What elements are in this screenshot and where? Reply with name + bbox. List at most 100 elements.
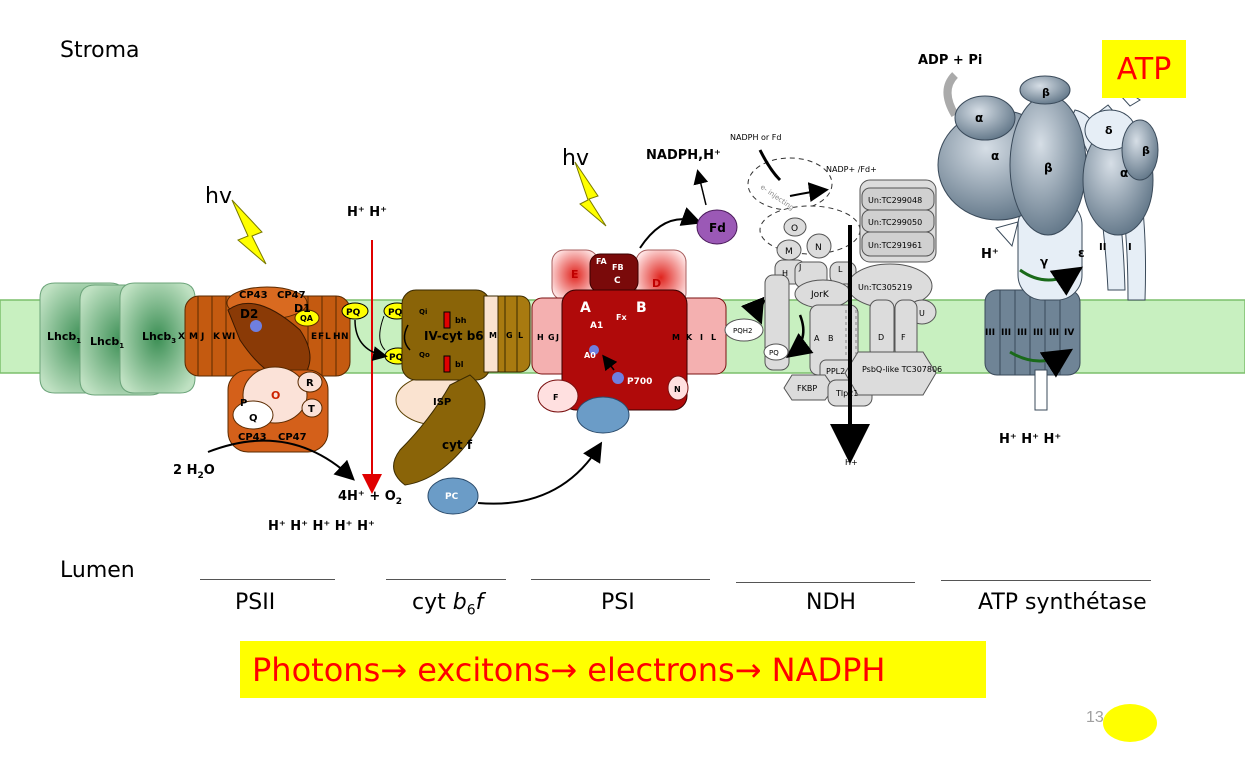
svg-text:FA: FA xyxy=(596,257,608,266)
svg-text:I: I xyxy=(1128,242,1132,253)
svg-text:PQ: PQ xyxy=(389,353,404,363)
divider xyxy=(941,580,1151,581)
summary-banner: Photons→ excitons→ electrons→ NADPH xyxy=(240,641,986,698)
psi-complex: E D C FA FB A B A1 Fx A0 P700 F H G J M … xyxy=(531,249,727,434)
svg-text:III: III xyxy=(1033,328,1043,338)
svg-text:Tlp21: Tlp21 xyxy=(835,389,858,398)
svg-text:I: I xyxy=(700,333,703,342)
cytb6f-complex: Qi Qo bh bl IV-cyt b6 ISP cyt f PC M G L xyxy=(393,289,531,515)
svg-text:C: C xyxy=(614,276,621,286)
svg-text:M: M xyxy=(189,332,198,342)
svg-text:PQ: PQ xyxy=(769,349,779,357)
svg-text:Fx: Fx xyxy=(616,313,627,322)
svg-text:A: A xyxy=(814,334,820,343)
svg-text:III: III xyxy=(1049,328,1059,338)
svg-text:G: G xyxy=(548,333,555,342)
protons-stroma-cyt: H⁺ H⁺ xyxy=(347,205,387,220)
svg-text:bl: bl xyxy=(455,360,464,369)
svg-text:G: G xyxy=(506,331,513,340)
svg-text:JorK: JorK xyxy=(810,290,830,300)
svg-text:IV: IV xyxy=(1064,328,1074,338)
water-label: 2 H2O xyxy=(173,463,215,481)
svg-text:β: β xyxy=(1044,161,1053,175)
svg-text:R: R xyxy=(306,378,314,389)
svg-text:D: D xyxy=(878,333,884,342)
svg-text:III: III xyxy=(1017,328,1027,338)
svg-text:M: M xyxy=(672,333,680,342)
svg-text:cyt f: cyt f xyxy=(442,438,473,452)
svg-text:Qo: Qo xyxy=(419,351,430,359)
lhcb1-label: Lhcb1 xyxy=(47,330,81,345)
svg-text:FB: FB xyxy=(612,263,624,272)
ndh-label: NDH xyxy=(806,590,856,615)
svg-text:PPL2: PPL2 xyxy=(826,367,845,376)
svg-text:N: N xyxy=(674,385,681,394)
svg-text:Un:TC299048: Un:TC299048 xyxy=(868,196,922,205)
svg-text:α: α xyxy=(975,111,983,125)
svg-text:M: M xyxy=(489,331,497,340)
atp-labels: α β α β δ β α γ ε II I III III III III I… xyxy=(975,86,1150,338)
svg-text:F: F xyxy=(901,333,906,342)
svg-text:L: L xyxy=(325,332,331,342)
svg-text:PsbQ-like TC307806: PsbQ-like TC307806 xyxy=(862,365,942,374)
nadph-label: NADPH,H⁺ xyxy=(646,148,721,163)
svg-text:D1: D1 xyxy=(294,302,311,315)
svg-text:CP47: CP47 xyxy=(278,432,307,443)
page-number: 13 xyxy=(1086,709,1104,726)
adp-pi-label: ADP + Pi xyxy=(918,53,982,68)
protons-lumen-psii: H⁺ H⁺ H⁺ H⁺ H⁺ xyxy=(268,519,375,534)
svg-text:PQ: PQ xyxy=(346,308,361,318)
svg-text:I: I xyxy=(232,332,235,342)
svg-text:Q: Q xyxy=(249,413,258,424)
atp-callout: ATP xyxy=(1102,40,1186,98)
svg-text:W: W xyxy=(222,332,232,342)
svg-text:T: T xyxy=(308,404,315,415)
lightning-icon xyxy=(231,199,267,265)
svg-text:L: L xyxy=(838,265,843,274)
svg-text:P700: P700 xyxy=(627,377,652,387)
svg-text:Qi: Qi xyxy=(419,308,427,316)
svg-text:Un:TC291961: Un:TC291961 xyxy=(868,241,922,250)
stroma-label: Stroma xyxy=(60,38,140,63)
svg-text:β: β xyxy=(1042,86,1050,99)
svg-text:PC: PC xyxy=(445,492,459,502)
divider xyxy=(200,579,335,580)
svg-text:CP43: CP43 xyxy=(238,432,267,443)
psii-label: PSII xyxy=(235,590,276,615)
svg-text:E: E xyxy=(311,332,317,342)
svg-text:N: N xyxy=(341,332,349,342)
atp-synthase-label: ATP synthétase xyxy=(978,590,1147,615)
svg-text:K: K xyxy=(213,332,221,342)
svg-text:Un:TC305219: Un:TC305219 xyxy=(858,283,912,292)
psii-complex: CP43 CP47 D2 D1 QA O P Q R T CP43 CP47 X… xyxy=(178,286,351,453)
svg-text:CP47: CP47 xyxy=(277,290,306,301)
svg-text:ISP: ISP xyxy=(433,397,451,408)
svg-text:IV-cyt b6: IV-cyt b6 xyxy=(424,329,484,343)
svg-text:δ: δ xyxy=(1105,124,1113,137)
svg-text:Fd: Fd xyxy=(709,221,726,235)
oxygen-label: 4H⁺ + O2 xyxy=(338,489,402,507)
svg-text:ε: ε xyxy=(1078,246,1085,260)
svg-text:P: P xyxy=(240,398,247,409)
svg-text:H: H xyxy=(537,333,544,342)
svg-text:α: α xyxy=(1120,166,1128,180)
svg-text:L: L xyxy=(518,331,523,340)
svg-text:J: J xyxy=(798,263,801,272)
svg-text:H: H xyxy=(333,332,341,342)
lumen-label: Lumen xyxy=(60,558,135,583)
lightning-icon xyxy=(574,161,607,227)
lhcb2-label: Lhcb1 xyxy=(90,335,124,350)
svg-text:QA: QA xyxy=(300,314,314,323)
hv-label: hv xyxy=(562,146,589,171)
svg-text:O: O xyxy=(791,224,798,234)
svg-text:γ: γ xyxy=(1040,255,1048,269)
protons-stroma-atp: H⁺ xyxy=(981,247,999,262)
svg-text:B: B xyxy=(636,300,647,316)
svg-text:O: O xyxy=(271,389,280,402)
svg-text:E: E xyxy=(571,268,579,281)
svg-text:F: F xyxy=(553,393,558,402)
svg-text:B: B xyxy=(828,334,834,343)
svg-text:H: H xyxy=(782,269,788,278)
svg-text:D2: D2 xyxy=(240,307,258,321)
